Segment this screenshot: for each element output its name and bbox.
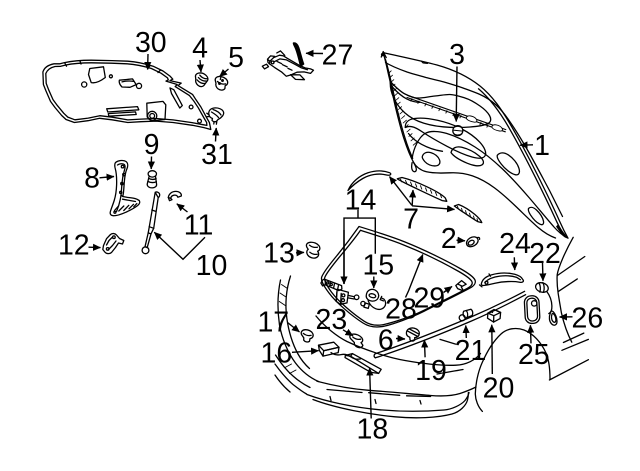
svg-text:26: 26 [572, 302, 604, 334]
svg-text:29: 29 [413, 283, 445, 315]
svg-text:30: 30 [135, 27, 167, 59]
svg-text:20: 20 [483, 373, 515, 405]
svg-text:11: 11 [184, 210, 214, 242]
svg-text:18: 18 [357, 414, 389, 446]
svg-text:9: 9 [144, 129, 160, 161]
svg-text:25: 25 [518, 339, 550, 371]
svg-text:13: 13 [263, 238, 295, 270]
svg-text:27: 27 [322, 40, 354, 72]
svg-text:16: 16 [261, 338, 293, 370]
svg-text:7: 7 [403, 203, 419, 235]
svg-text:3: 3 [449, 39, 465, 71]
svg-text:31: 31 [201, 139, 233, 171]
svg-text:15: 15 [362, 250, 394, 282]
svg-text:14: 14 [345, 185, 377, 217]
svg-text:8: 8 [84, 163, 100, 195]
svg-text:10: 10 [196, 250, 228, 282]
svg-text:4: 4 [192, 33, 208, 65]
svg-text:12: 12 [58, 230, 90, 262]
svg-text:22: 22 [529, 238, 561, 270]
svg-text:1: 1 [534, 130, 550, 162]
svg-text:19: 19 [415, 355, 447, 387]
svg-text:17: 17 [257, 307, 289, 339]
svg-text:2: 2 [441, 223, 457, 255]
svg-text:5: 5 [228, 42, 244, 74]
svg-text:24: 24 [499, 228, 531, 260]
